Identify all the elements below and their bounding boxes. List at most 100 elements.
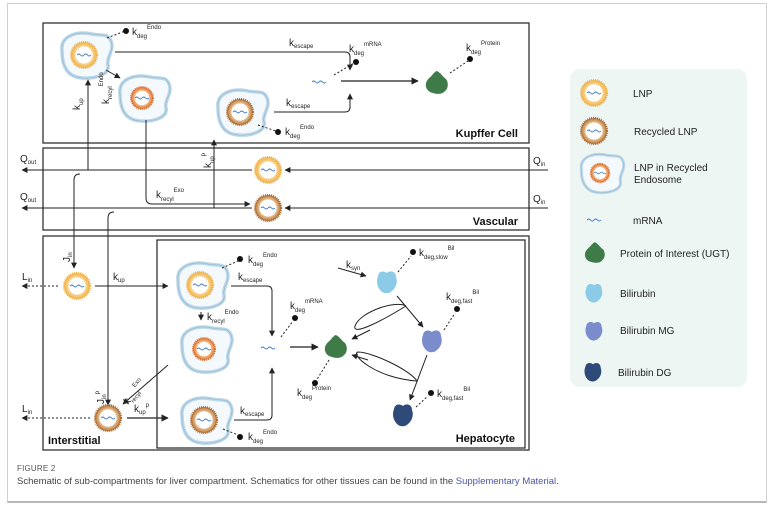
bilirubin-dg [393,404,413,427]
rate-kescape-label: kescape [240,406,265,418]
arrow-catalysis-1 [351,329,371,340]
caption-period: . [556,476,559,487]
vascular-lnp [255,157,281,183]
arrow-escape-hep-top [231,285,275,337]
degradation-dot-icon [275,129,281,135]
protein-kupffer [425,71,448,94]
arrow-escape-bottom [274,93,353,113]
degradation-dash [333,62,355,76]
arrow-krecyl-exo [145,120,251,207]
degradation-dash [222,428,239,436]
rate-kdeg-endo-label: kdegEndo [132,25,162,40]
degradation-dash [106,30,126,39]
rate-kescape-label: kescape [289,38,314,50]
rate-lin-label: Lin [22,404,32,416]
catalysis-loop-2 [356,351,418,382]
legend-label: Recycled LNP [634,127,698,138]
arrow-catalysis-2 [351,353,369,361]
rate-qin-label: Qin [533,194,545,206]
degradation-dash [443,312,456,331]
degradation-dot-icon [454,306,460,312]
degradation-dot-icon [237,256,243,262]
rate-kdeg-slow-label: kdeg,slowBil [419,246,454,261]
protein-hepatocyte [324,335,347,358]
legend-label: LNP [633,89,653,100]
rate-kescape-label: kescape [286,98,311,110]
rate-kdeg-protein-label: kdegProtein [466,41,500,56]
degradation-dot-icon [237,434,243,440]
lnp-icon [581,80,607,106]
hepatocyte-title: Hepatocyte [456,433,515,445]
degradation-dash [415,395,429,408]
caption-text: Schematic of sub-compartments for liver … [17,476,757,487]
rate-kdeg-mrna-label: kdegmRNA [349,42,382,57]
legend-label: Bilirubin DG [618,368,672,379]
interstitial-title: Interstitial [48,435,101,447]
endosome-lnp [60,31,114,80]
endosome-recycled-lnp [216,88,270,137]
arrow-bil-to-mg [396,295,424,328]
arrow-escape-top [115,51,353,71]
mrna-kupffer [311,80,327,84]
rate-krecyl-endo-label: krecylEndo [99,72,114,104]
endosome-icon [579,152,626,195]
rate-krecyl-endo-label: krecylEndo [207,310,239,325]
hepatocyte-endosome-recycled-lnp [180,396,234,445]
legend-label: Bilirubin [620,289,656,300]
hepatocyte-recycled-endosome [180,325,234,374]
degradation-dash [315,359,330,382]
rate-kup-label: kup [113,272,125,284]
supplementary-material-link[interactable]: Supplementary Material [455,476,557,487]
vascular-title: Vascular [473,216,519,228]
kupffer-cell-title: Kupffer Cell [456,128,518,140]
catalysis-loop-1 [354,303,407,330]
rate-jin-label: Jin [62,252,74,262]
arrow-krecyl-exo-hep [122,364,169,405]
degradation-dot-icon [410,249,416,255]
figure-label: FIGURE 2 [17,464,56,473]
degradation-dash [257,124,277,132]
arrow-recycle-endo [105,69,121,79]
caption-body: Schematic of sub-compartments for liver … [17,476,456,487]
kupffer-cell-box [42,22,530,144]
degradation-dot-icon [123,28,129,34]
degradation-dash [280,320,294,338]
degradation-dash [449,60,469,74]
rate-qin-label: Qin [533,156,545,168]
rate-kdeg-endo-label: kdegEndo [285,125,315,140]
vascular-recycled-lnp [255,195,281,221]
degradation-dash [221,260,239,269]
legend-label: Protein of Interest (UGT) [620,249,729,260]
rate-krecyl-exo-label: krecylExo [156,188,185,203]
rate-kup-p-label: kupp [134,403,150,416]
rate-kdeg-fast-label: kdeg,fastBil [446,290,479,305]
legend-label: LNP in Recycled [634,163,708,174]
mrna-hepatocyte [260,346,276,350]
rate-kdeg-endo-label: kdegEndo [248,430,278,445]
interstitial-lnp [64,273,90,299]
degradation-dot-icon [353,59,359,65]
legend-label: mRNA [633,216,663,227]
interstitial-box [42,235,530,451]
arrow-jin-p [105,211,115,406]
legend-panel [570,69,747,387]
vascular-box [42,147,530,231]
legend-label: Bilirubin MG [620,326,675,337]
recycled-lnp-icon [581,118,607,144]
figure-caption: FIGURE 2 Schematic of sub-compartments f… [17,464,757,487]
rate-kdeg-fast-label: kdeg,fastBil [437,387,470,402]
hepatocyte-box [156,239,526,449]
rate-ksyn-label: ksyn [346,260,360,272]
rate-kdeg-protein-label: kdegProtein [297,386,331,401]
rate-kup-label: kup [72,98,85,110]
rate-lin-label: Lin [22,272,32,284]
degradation-dot-icon [312,380,318,386]
rate-qout-label: Qout [20,192,36,204]
rate-kup-p-label: kupp [201,152,216,168]
degradation-dot-icon [467,56,473,62]
bilirubin-mg [422,330,442,353]
legend-label: Endosome [634,175,682,186]
rate-jin-p-label: Jinp [95,390,108,404]
arrow-escape-hep-bottom [234,367,275,421]
degradation-dash [397,255,412,273]
